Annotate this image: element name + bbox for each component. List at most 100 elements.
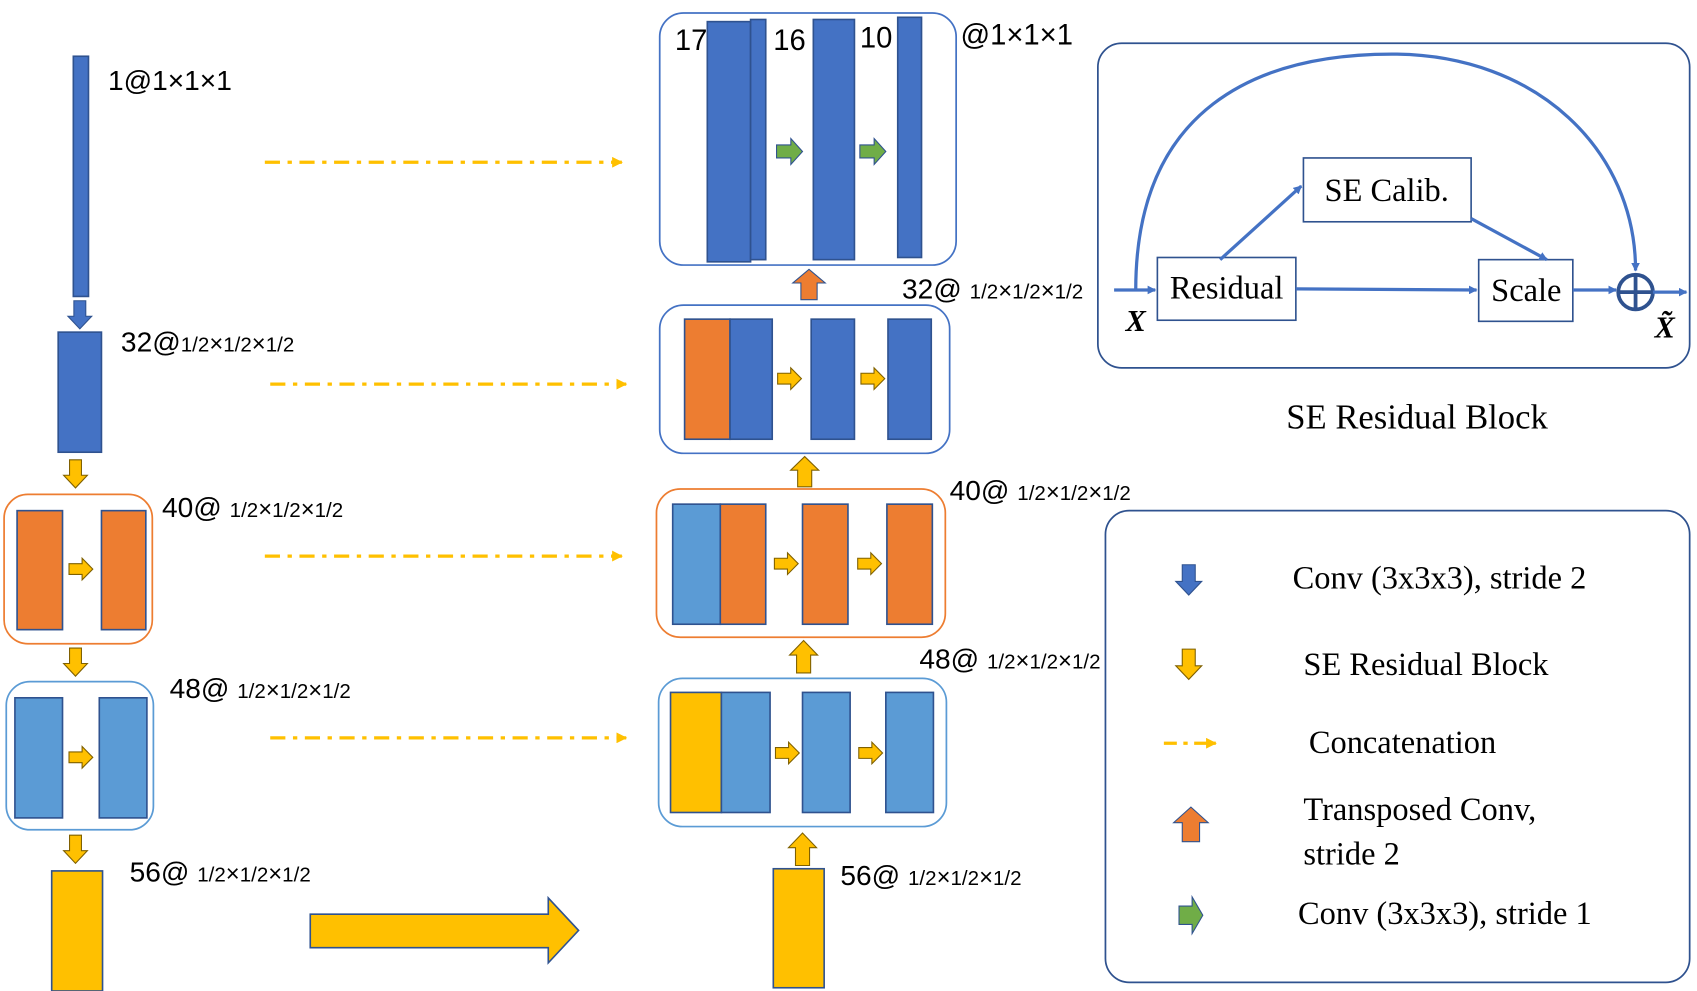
encoder-block-48 bbox=[5, 680, 155, 831]
label-32ch-prefix: 32@ bbox=[121, 327, 181, 358]
decoder-bar-40-upsampled bbox=[671, 503, 722, 626]
fraction: 1/2 bbox=[1055, 281, 1084, 304]
fraction: 1/2 bbox=[322, 680, 351, 703]
decoder-label-32-prefix: 32@ bbox=[902, 274, 970, 305]
times-sign: × bbox=[979, 864, 993, 891]
encoder-bar-40a bbox=[16, 509, 64, 631]
encoder-bar-1ch bbox=[72, 55, 90, 298]
encoder-bar-48a bbox=[14, 696, 64, 819]
times-sign: × bbox=[258, 496, 272, 523]
bottleneck-arrow-icon bbox=[309, 895, 580, 965]
up-arrow-icon bbox=[789, 455, 821, 488]
se-residual-right-arrow-icon bbox=[774, 740, 801, 766]
decoder-bar-40b bbox=[801, 503, 849, 626]
fraction: 1/2 bbox=[987, 651, 1016, 674]
up-arrow-icon bbox=[787, 832, 818, 867]
label-56ch-prefix: 56@ bbox=[130, 857, 198, 888]
label-1ch: 1@1×1×1 bbox=[108, 65, 232, 96]
decoder-label-48: 48@ 1/2×1/2×1/2 bbox=[919, 644, 1100, 675]
fraction: 1/2 bbox=[1072, 651, 1101, 674]
fraction: 1/2 bbox=[280, 680, 309, 703]
encoder-block-40 bbox=[3, 493, 154, 645]
times-sign: × bbox=[266, 677, 280, 704]
decoder-bar-48-skip bbox=[720, 691, 771, 814]
transposed-conv-arrow-icon bbox=[791, 268, 827, 301]
conv-stride1-arrow-icon bbox=[859, 137, 887, 166]
se-block-title: SE Residual Block bbox=[1286, 398, 1548, 436]
label-40ch: 40@ 1/2×1/2×1/2 bbox=[162, 492, 343, 523]
decoder-bar-32b bbox=[810, 318, 856, 441]
fraction: 1/2 bbox=[223, 334, 252, 357]
fraction: 1/2 bbox=[970, 281, 999, 304]
decoder-block-40 bbox=[655, 488, 947, 639]
encoder-bar-56ch bbox=[50, 870, 104, 991]
fraction: 1/2 bbox=[950, 867, 979, 890]
decoder-bar-40c bbox=[886, 503, 934, 626]
decoder-block-48 bbox=[657, 677, 948, 828]
fraction: 1/2 bbox=[181, 334, 210, 357]
decoder-bar-10 bbox=[896, 16, 923, 259]
times-sign: × bbox=[209, 331, 223, 358]
times-sign: × bbox=[301, 496, 315, 523]
decoder-label-32: 32@ 1/2×1/2×1/2 bbox=[902, 274, 1083, 305]
decoder-bar-48b bbox=[801, 691, 851, 814]
scale-box bbox=[1477, 258, 1574, 323]
decoder-bar-40-skip bbox=[719, 503, 767, 626]
up-arrow-icon bbox=[788, 639, 819, 674]
encoder-bar-32ch bbox=[57, 331, 103, 454]
se-residual-right-arrow-icon bbox=[857, 551, 883, 576]
decoder-bar-32-upsampled bbox=[683, 318, 731, 441]
se-residual-right-arrow-icon bbox=[773, 551, 799, 576]
legend-label-concatenation: Concatenation bbox=[1309, 725, 1496, 761]
decoder-bar-56ch bbox=[772, 867, 825, 989]
times-sign: × bbox=[268, 861, 282, 888]
se-residual-right-arrow-icon bbox=[68, 556, 94, 582]
encoder-bar-40b bbox=[100, 509, 147, 631]
encoder-bar-48b bbox=[98, 696, 148, 819]
se-calib-box bbox=[1302, 157, 1472, 223]
se-residual-arrow-icon bbox=[62, 459, 89, 489]
decoder-bar-16 bbox=[812, 18, 856, 261]
se-residual-right-arrow-icon bbox=[860, 366, 886, 391]
se-residual-arrow-icon bbox=[62, 834, 89, 865]
decoder-label-40: 40@ 1/2×1/2×1/2 bbox=[950, 475, 1131, 506]
fraction: 1/2 bbox=[1029, 651, 1058, 674]
scale-label: Scale bbox=[1491, 273, 1561, 309]
channel-label-16: 16 bbox=[773, 25, 805, 57]
legend-se-residual-icon bbox=[1174, 648, 1203, 681]
se-calib-label: SE Calib. bbox=[1325, 173, 1449, 209]
label-32ch: 32@1/2×1/2×1/2 bbox=[121, 327, 294, 358]
fraction: 1/2 bbox=[993, 867, 1022, 890]
se-block-panel bbox=[1097, 42, 1691, 369]
legend-label-conv-stride1: Conv (3x3x3), stride 1 bbox=[1298, 896, 1592, 932]
se-residual-right-arrow-icon bbox=[777, 366, 803, 391]
legend-conv-stride1-icon bbox=[1178, 894, 1204, 936]
fraction: 1/2 bbox=[315, 499, 344, 522]
fraction: 1/2 bbox=[230, 499, 259, 522]
decoder-bar-48c bbox=[885, 691, 935, 814]
fraction: 1/2 bbox=[908, 867, 937, 890]
fraction: 1/2 bbox=[1017, 482, 1046, 505]
channel-label-17: 17 bbox=[675, 25, 707, 57]
output-x-tilde-label: X̃ bbox=[1654, 311, 1676, 345]
decoder-label-56: 56@ 1/2×1/2×1/2 bbox=[840, 860, 1021, 891]
decoder-bar-48-upsampled bbox=[669, 691, 723, 814]
size-label-top: @1×1×1 bbox=[960, 19, 1072, 51]
times-sign: × bbox=[252, 331, 266, 358]
skip-connection-arc bbox=[1134, 52, 1640, 290]
times-sign: × bbox=[226, 861, 240, 888]
decoder-label-48-prefix: 48@ bbox=[919, 644, 987, 675]
label-48ch: 48@ 1/2×1/2×1/2 bbox=[170, 673, 351, 704]
legend-panel bbox=[1104, 509, 1691, 984]
conv-stride2-arrow-icon bbox=[66, 300, 93, 330]
label-48ch-prefix: 48@ bbox=[170, 673, 238, 704]
legend-label-se-residual: SE Residual Block bbox=[1303, 647, 1549, 683]
residual-label: Residual bbox=[1170, 271, 1284, 307]
decoder-bar-32-skip bbox=[729, 318, 774, 441]
times-sign: × bbox=[1046, 479, 1060, 506]
fraction: 1/2 bbox=[237, 680, 266, 703]
times-sign: × bbox=[1016, 648, 1030, 675]
label-40ch-prefix: 40@ bbox=[162, 492, 230, 523]
residual-to-calib-arrow bbox=[1219, 184, 1303, 261]
